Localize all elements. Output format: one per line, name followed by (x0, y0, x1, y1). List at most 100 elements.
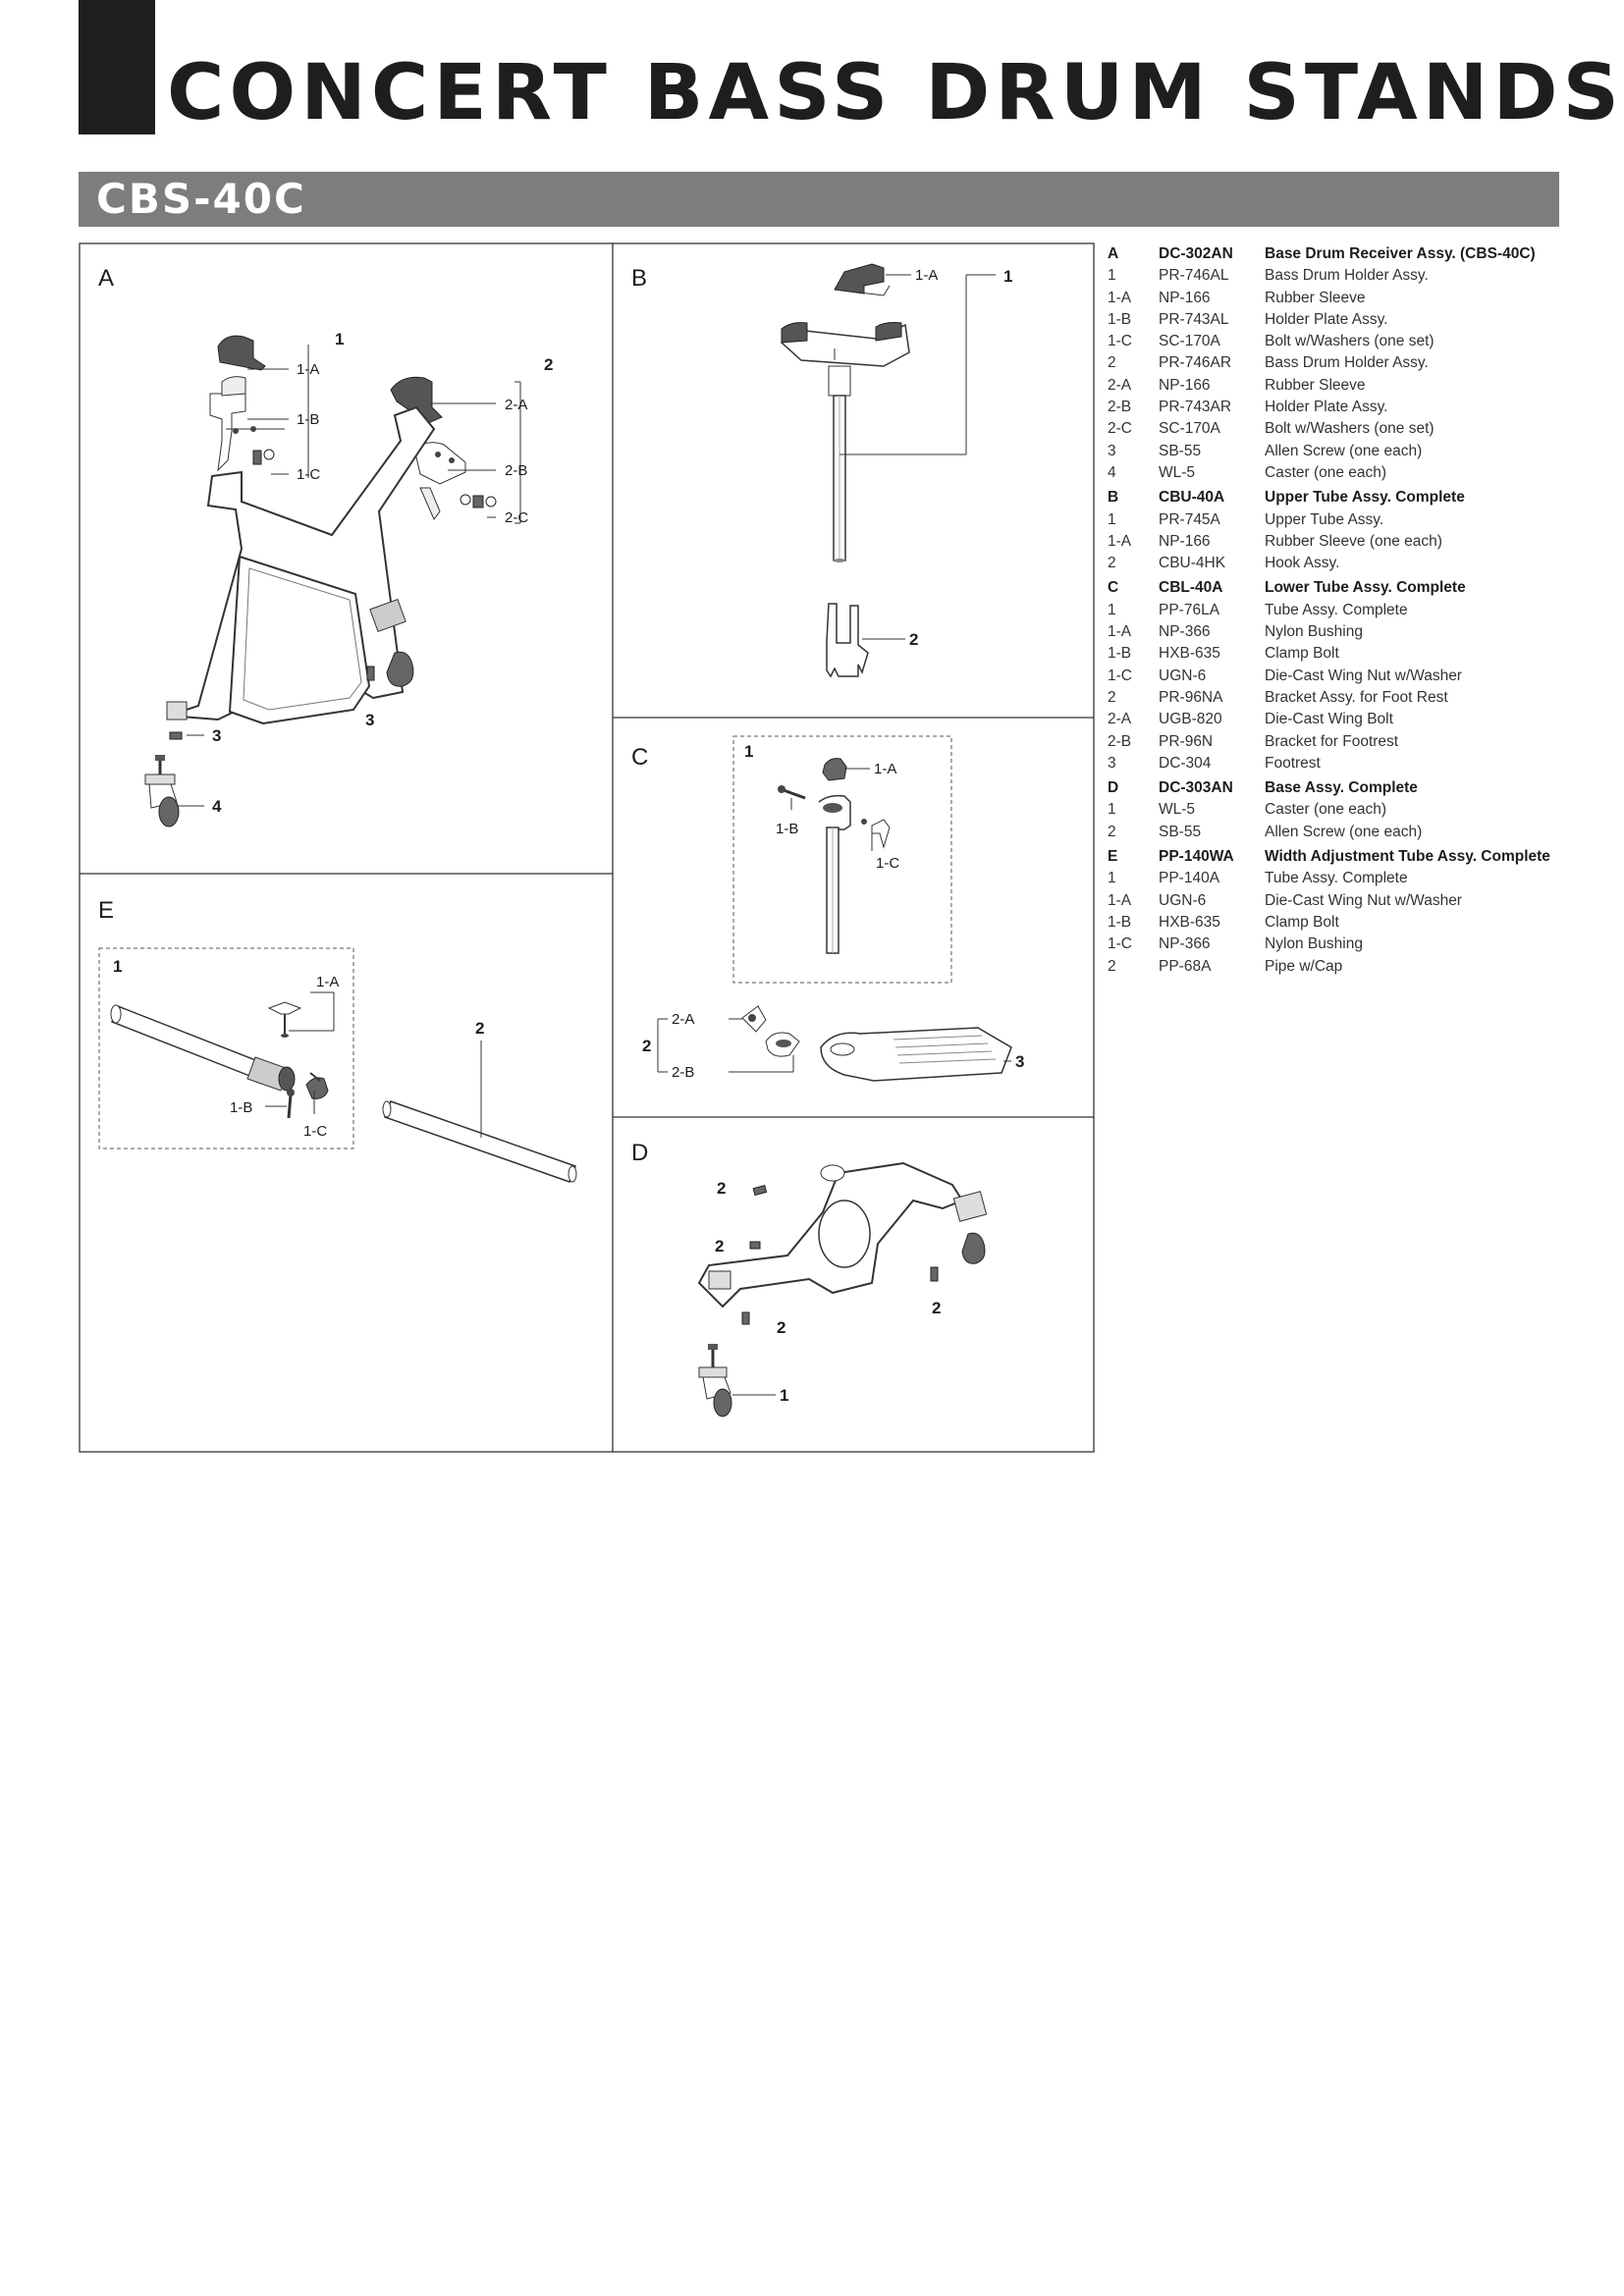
part-ref: 2-B (1108, 732, 1132, 750)
part-ref: 2 (1108, 823, 1116, 840)
callout: 1 (1003, 267, 1012, 286)
part-ref: 1-B (1108, 310, 1132, 328)
part-ref: 2 (1108, 555, 1116, 572)
panel-d-drawing (697, 1161, 988, 1417)
diagram-svg: A 1 1-A 1-B 1-C 2 2-A 2-B 2-C 3 3 4 (79, 242, 1095, 1453)
part-code: UGN-6 (1159, 891, 1207, 909)
part-ref: 1-B (1108, 645, 1132, 663)
parts-row: 1-B HXB-635 Clamp Bolt (1108, 643, 1559, 665)
callout: 1-B (230, 1099, 252, 1116)
part-ref: 2-B (1108, 399, 1132, 416)
part-name: Clamp Bolt (1265, 645, 1339, 663)
parts-row: 2 SB-55 Allen Screw (one each) (1108, 822, 1559, 843)
callout: 2 (717, 1179, 726, 1198)
part-ref: 1 (1108, 870, 1116, 887)
panel-key: B (631, 265, 647, 292)
part-code: UGB-820 (1159, 711, 1222, 728)
callout: 1 (744, 742, 753, 761)
part-name: Bolt w/Washers (one set) (1265, 420, 1435, 438)
part-ref: 1-A (1108, 891, 1132, 909)
part-code: PP-76LA (1159, 601, 1220, 618)
parts-section-name: Lower Tube Assy. Complete (1265, 579, 1466, 597)
part-ref: 1-A (1108, 532, 1132, 550)
parts-section-ref: A (1108, 245, 1119, 262)
panel-key: D (631, 1140, 648, 1166)
parts-section-code: DC-303AN (1159, 779, 1233, 797)
callout: 3 (212, 726, 221, 745)
callout: 1 (113, 957, 122, 976)
group-outline (732, 735, 952, 984)
panel-b-labels: B 1-A 1 2 (631, 265, 1012, 649)
part-ref: 1 (1108, 601, 1116, 618)
group-outline (98, 947, 354, 1149)
part-code: NP-366 (1159, 623, 1211, 641)
panel-e-drawing (98, 947, 577, 1183)
panel-frame (79, 242, 1095, 1453)
part-name: Allen Screw (one each) (1265, 823, 1423, 840)
callout: 3 (365, 711, 374, 729)
part-code: UGN-6 (1159, 667, 1207, 684)
part-code: SB-55 (1159, 823, 1202, 840)
callout: 2 (777, 1318, 785, 1337)
model-bar: CBS-40C (79, 172, 1559, 227)
part-code: DC-304 (1159, 754, 1212, 772)
part-code: PR-743AR (1159, 399, 1232, 416)
callout: 2 (642, 1037, 651, 1055)
part-name: Upper Tube Assy. (1265, 510, 1384, 528)
part-code: NP-366 (1159, 935, 1211, 953)
part-name: Die-Cast Wing Nut w/Washer (1265, 891, 1462, 909)
part-ref: 1-C (1108, 667, 1132, 684)
part-name: Hook Assy. (1265, 555, 1340, 572)
part-name: Bass Drum Holder Assy. (1265, 354, 1429, 372)
part-code: NP-166 (1159, 532, 1211, 550)
panel-a-drawing (144, 335, 521, 828)
part-code: HXB-635 (1159, 645, 1220, 663)
part-name: Caster (one each) (1265, 801, 1387, 819)
part-name: Rubber Sleeve (1265, 376, 1366, 394)
part-name: Bass Drum Holder Assy. (1265, 267, 1429, 285)
parts-section-name: Base Drum Receiver Assy. (CBS-40C) (1265, 245, 1536, 262)
part-name: Caster (one each) (1265, 463, 1387, 481)
callout: 2 (715, 1237, 724, 1255)
part-name: Holder Plate Assy. (1265, 399, 1388, 416)
page-title: CONCERT BASS DRUM STANDS (167, 49, 1624, 137)
part-code: NP-166 (1159, 376, 1211, 394)
callout: 1-A (915, 267, 938, 284)
part-ref: 2-C (1108, 420, 1132, 438)
part-name: Nylon Bushing (1265, 935, 1363, 953)
part-code: WL-5 (1159, 463, 1196, 481)
callout: 1-C (303, 1123, 327, 1140)
part-name: Pipe w/Cap (1265, 957, 1343, 975)
part-name: Clamp Bolt (1265, 913, 1339, 931)
part-code: HXB-635 (1159, 913, 1220, 931)
part-name: Allen Screw (one each) (1265, 442, 1423, 459)
part-name: Tube Assy. Complete (1265, 870, 1408, 887)
part-code: PR-746AR (1159, 354, 1232, 372)
part-code: SB-55 (1159, 442, 1202, 459)
callout: 2 (932, 1299, 941, 1317)
callout: 1-A (874, 761, 896, 777)
parts-section-ref: C (1108, 579, 1119, 597)
part-name: Die-Cast Wing Nut w/Washer (1265, 667, 1462, 684)
parts-row: 1-A UGN-6 Die-Cast Wing Nut w/Washer (1108, 890, 1559, 912)
callout: 2-B (505, 462, 527, 479)
parts-row: 1-C UGN-6 Die-Cast Wing Nut w/Washer (1108, 666, 1559, 687)
part-ref: 1-A (1108, 289, 1132, 306)
